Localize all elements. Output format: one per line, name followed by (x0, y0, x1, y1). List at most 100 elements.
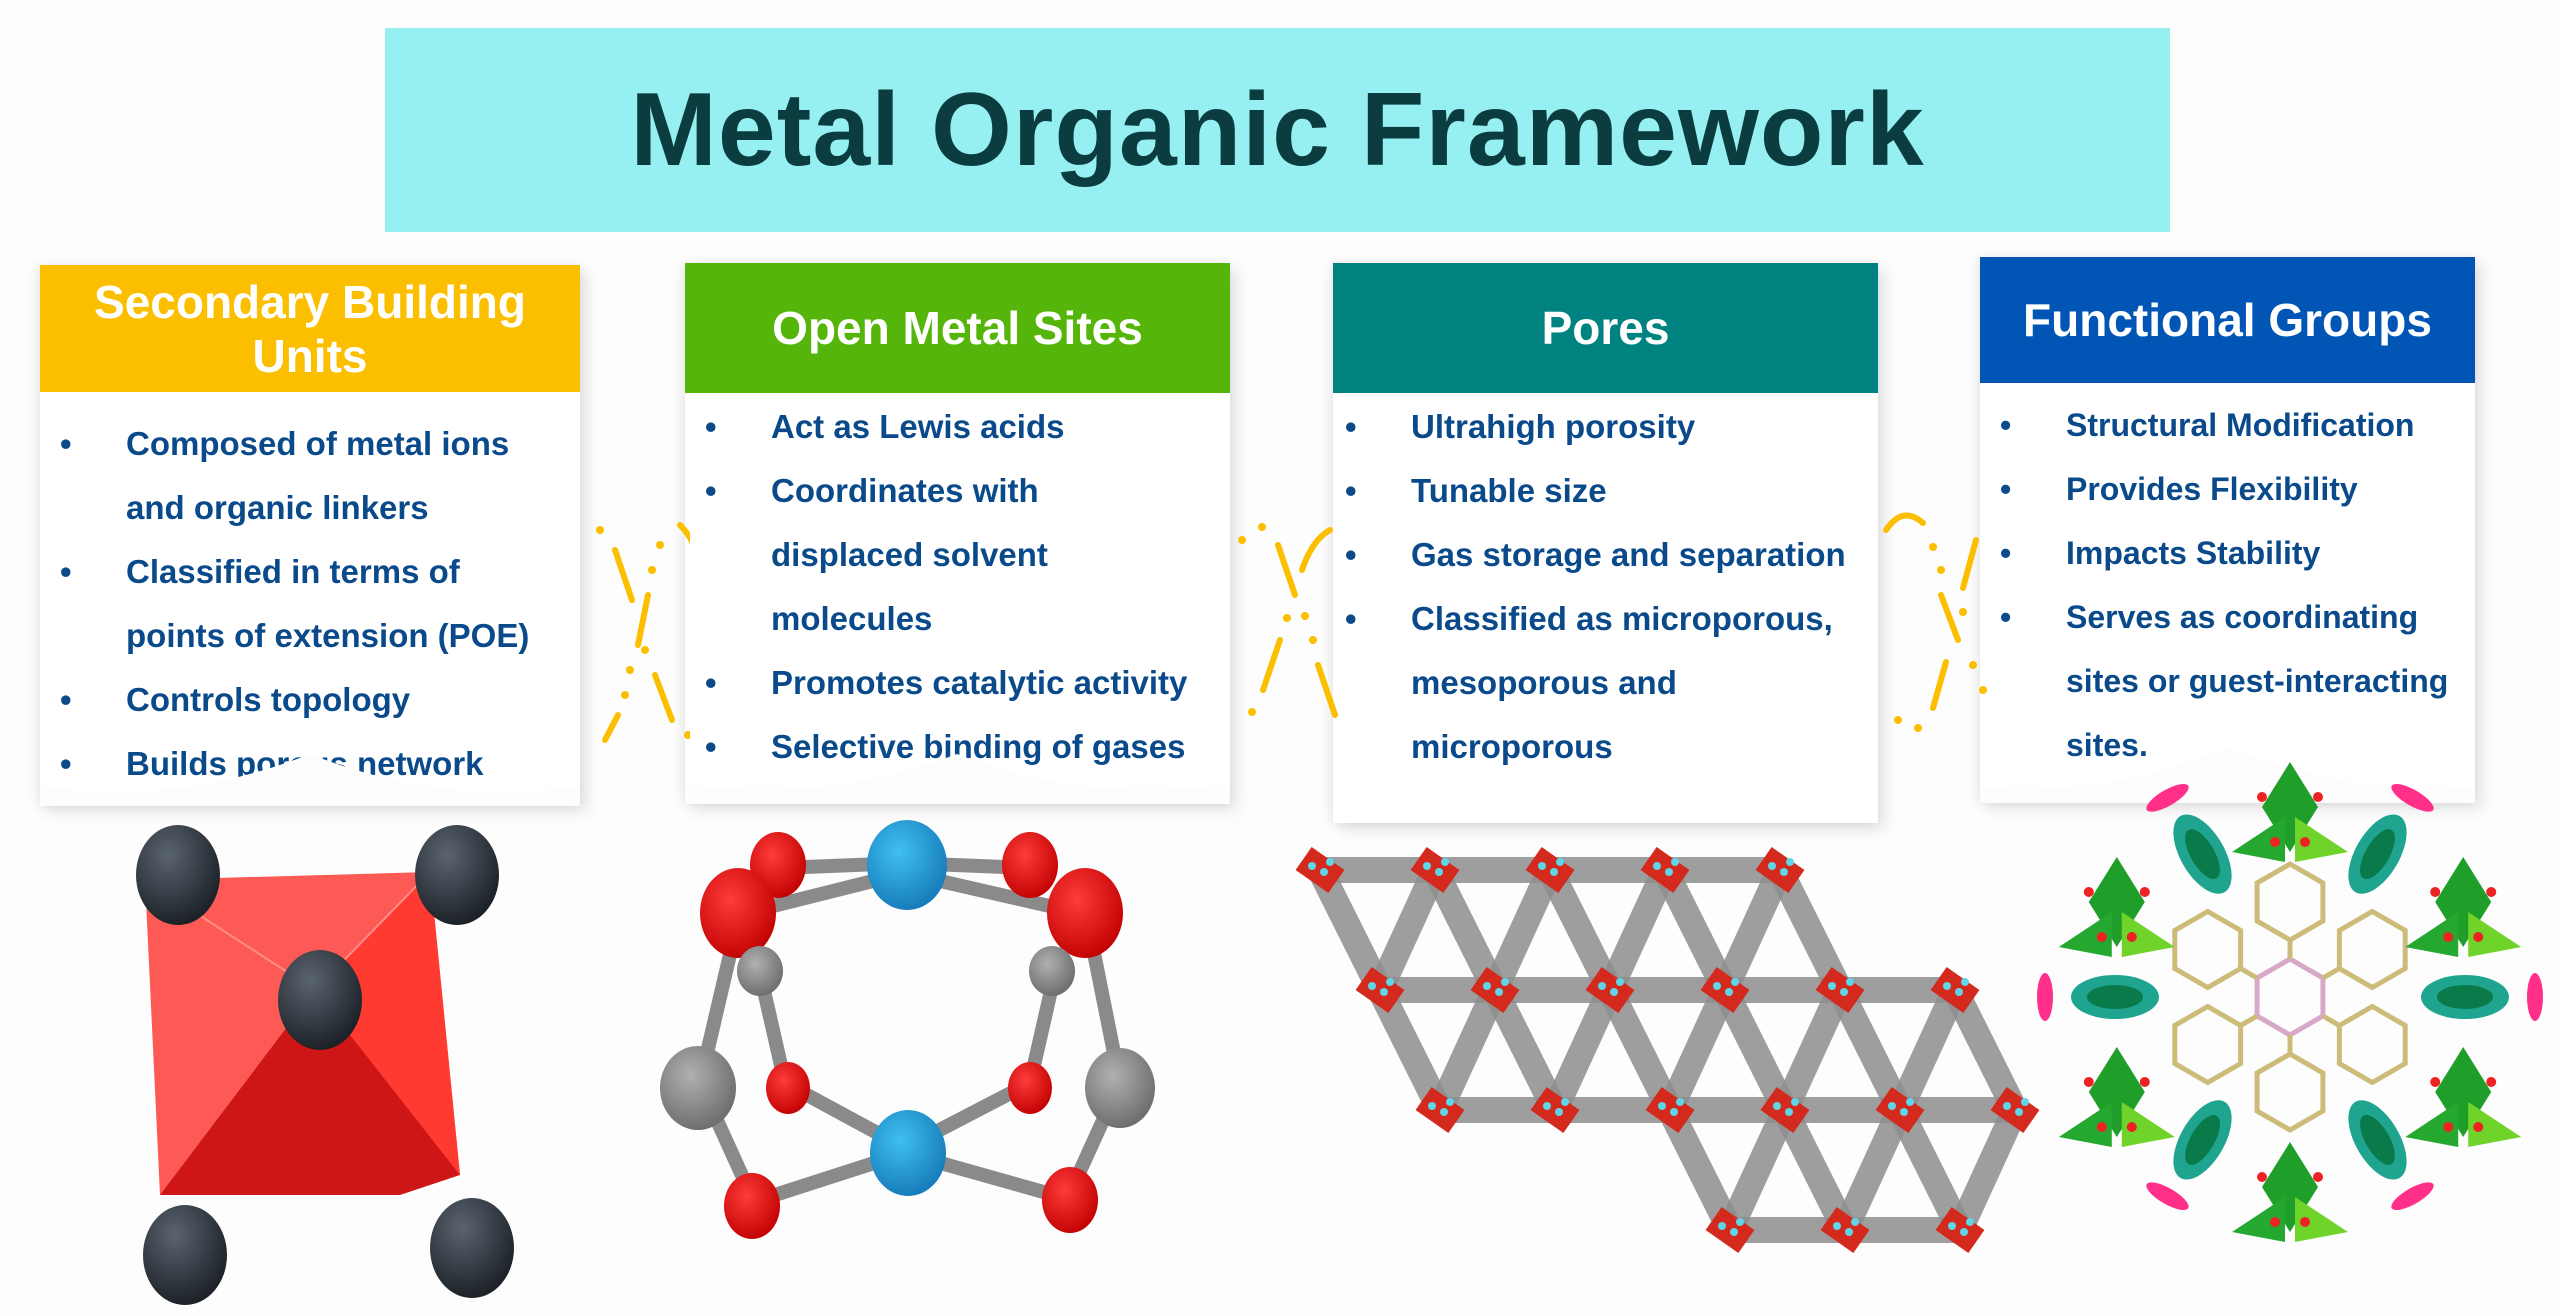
green-polyhedron (2232, 1197, 2285, 1242)
framework-strut (1887, 977, 1968, 1123)
guest-molecule-core (2185, 829, 2220, 880)
metal-cluster-node (1525, 847, 1575, 893)
oxygen-atom (2430, 1077, 2441, 1087)
metal-cluster-node (1930, 967, 1980, 1013)
carbon-atom (737, 946, 783, 996)
oxygen-atom (2443, 932, 2454, 942)
oxygen-atom (2486, 887, 2497, 897)
metal-atom (136, 825, 220, 925)
chain-link-connector-icon (1883, 512, 1987, 732)
framework-strut (1657, 977, 1738, 1123)
bullet-icon: • (705, 408, 717, 445)
bullet-icon: • (705, 728, 717, 765)
bullet-icon: • (1345, 408, 1357, 445)
metal-cluster-node (1820, 1207, 1870, 1253)
bullet-item: •Selective binding of gases (705, 715, 1206, 779)
guest-molecule-core (2087, 985, 2143, 1009)
bullet-icon: • (1345, 536, 1357, 573)
card-header: Functional Groups (1980, 257, 2475, 383)
oxygen-atom (2300, 1217, 2310, 1227)
metal-cluster-node (1530, 1087, 1580, 1133)
linker-ring (2172, 908, 2244, 991)
green-polyhedron (2468, 912, 2522, 957)
oxygen-atom (2139, 1077, 2150, 1087)
framework-strut (1482, 857, 1563, 1003)
card-functional-groups: Functional Groups •Structural Modificati… (1980, 257, 2475, 803)
oxygen-atom (1042, 1167, 1098, 1233)
framework-strut (1772, 977, 1853, 1123)
card-header: Open Metal Sites (685, 263, 1230, 393)
oxygen-atom (2096, 1122, 2107, 1132)
card-open-metal-sites: Open Metal Sites •Act as Lewis acids •Co… (685, 263, 1230, 804)
metal-cluster-node (1700, 967, 1750, 1013)
green-polyhedron (2058, 912, 2112, 957)
framework-strut (1367, 857, 1448, 1003)
polyhedron-face (315, 872, 460, 1175)
metal-atom (278, 950, 362, 1050)
card-body: •Ultrahigh porosity •Tunable size •Gas s… (1333, 393, 1878, 779)
guest-molecule-core (2185, 1114, 2220, 1165)
bullet-list: •Ultrahigh porosity •Tunable size •Gas s… (1345, 395, 1854, 779)
oxygen-atom (2270, 1217, 2280, 1227)
oxygen-atom (2313, 1172, 2323, 1182)
linker-ring (2172, 1003, 2244, 1086)
card-header: Pores (1333, 263, 1878, 393)
linker-ring (2254, 956, 2326, 1038)
card-wave-edge (685, 754, 1230, 804)
oxygen-atom (2300, 837, 2310, 847)
metal-cluster-node (1875, 1087, 1925, 1133)
metal-cluster-node (1760, 1087, 1810, 1133)
framework-strut (1717, 1097, 1798, 1243)
bullet-item: •Structural Modification (2000, 393, 2451, 457)
bullet-list: •Structural Modification •Provides Flexi… (2000, 393, 2451, 777)
linker-ring (2336, 1003, 2408, 1086)
oxygen-atom (2257, 792, 2267, 802)
metal-atom (143, 1205, 227, 1305)
card-title: Pores (1541, 302, 1670, 354)
bullet-icon: • (2000, 407, 2012, 443)
framework-strut (1947, 1097, 2028, 1243)
bullet-item: •Promotes catalytic activity (705, 651, 1206, 715)
title-banner: Metal Organic Framework (385, 28, 2170, 232)
bullet-item: •Ultrahigh porosity (1345, 395, 1854, 459)
framework-strut (1712, 857, 1793, 1003)
oxygen-atom (2126, 932, 2137, 942)
metal-cluster-node (1295, 847, 1345, 893)
bullet-icon: • (2000, 471, 2012, 507)
oxygen-atom (700, 868, 776, 958)
carbon-atom (1085, 1048, 1155, 1128)
guest-molecule-core (2437, 985, 2493, 1009)
oxygen-atom (2473, 932, 2484, 942)
oxygen-atom (2096, 932, 2107, 942)
framework-strut (1597, 857, 1678, 1003)
oxygen-atom (2486, 1077, 2497, 1087)
metal-cluster-node (1415, 1087, 1465, 1133)
metal-atom (870, 1110, 946, 1196)
functional-group-site (2037, 973, 2053, 1021)
oxygen-atom (2083, 1077, 2094, 1087)
metal-cluster-node (1815, 967, 1865, 1013)
oxygen-atom (2257, 1172, 2267, 1182)
oxygen-atom (1047, 868, 1123, 958)
metal-cluster-node (1645, 1087, 1695, 1133)
oxygen-atom (2313, 792, 2323, 802)
green-polyhedron (2468, 1102, 2522, 1147)
metal-cluster-node (1355, 967, 1405, 1013)
bullet-icon: • (60, 745, 72, 782)
oxygen-atom (2473, 1122, 2484, 1132)
bullet-icon: • (705, 472, 717, 509)
bullet-icon: • (60, 425, 72, 462)
framework-strut (1542, 977, 1623, 1123)
metal-atom (430, 1198, 514, 1298)
oxygen-atom (2270, 837, 2280, 847)
card-header: Secondary Building Units (40, 265, 580, 392)
oxygen-atom (724, 1173, 780, 1239)
card-title-line: Units (252, 329, 368, 382)
octahedral-sbu-illustration (136, 825, 514, 1305)
